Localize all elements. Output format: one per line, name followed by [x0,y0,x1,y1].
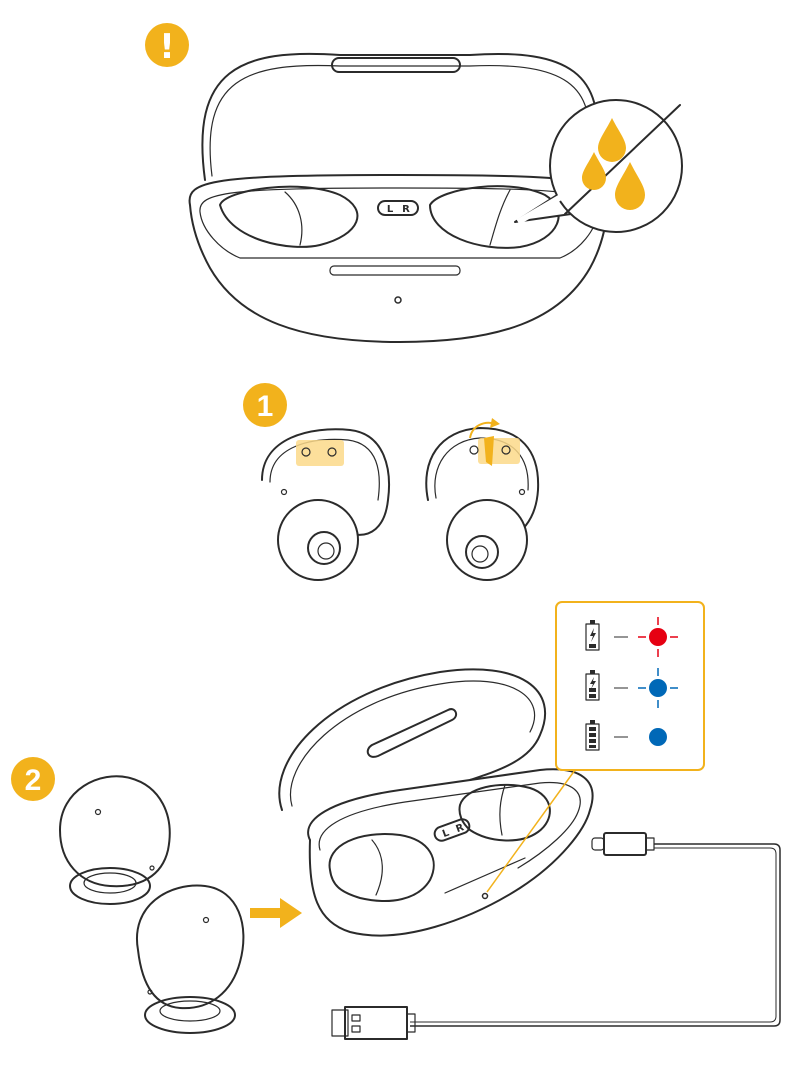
step-2-badge: 2 [11,757,55,801]
right-label: R [402,204,410,215]
warning-icon: ! [145,23,189,67]
protective-sticker-peeled [478,438,520,464]
charging-case: L R [279,669,592,935]
warning-symbol: ! [159,27,175,67]
step-1-section: 1 [243,383,538,580]
left-earbud-back [262,429,389,580]
water-zoom-callout [515,100,682,232]
charging-led [483,894,488,899]
case-left-label: L [441,827,451,840]
case-lr-badge: L R [433,817,472,842]
step-1-number: 1 [257,390,274,423]
battery-led-legend [556,602,704,770]
step-2-number: 2 [25,764,42,797]
lr-badge: L R [378,201,418,215]
blue-led-solid-icon [649,728,667,746]
step-1-badge: 1 [243,383,287,427]
peel-arrow-icon [490,418,500,428]
usb-cable [332,833,780,1039]
left-label: L [387,204,394,215]
case-body-open [308,769,592,935]
step-2-section: 2 [11,602,780,1039]
insert-arrow-icon [250,898,302,928]
protective-sticker [296,440,344,466]
right-earbud-back [426,418,538,580]
earbud-right [137,886,243,1033]
case-lid [202,54,597,180]
usb-a-connector-icon [332,1007,415,1039]
warning-section: ! L R [145,23,682,342]
usb-c-connector-icon [592,833,654,855]
case-body: L R [190,175,609,342]
earbud-left [60,776,170,904]
